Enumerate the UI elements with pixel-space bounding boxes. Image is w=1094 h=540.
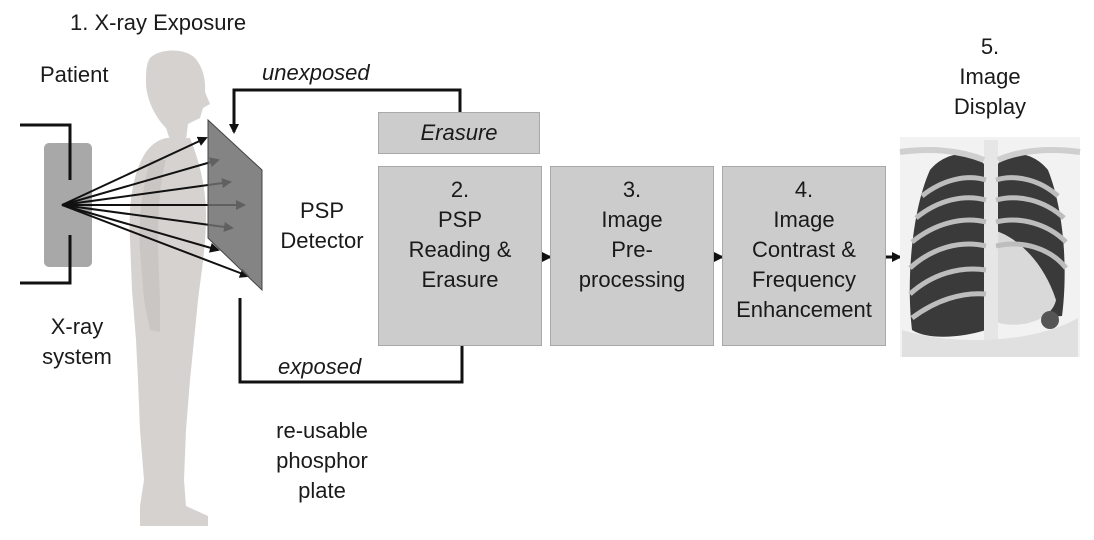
- psp-detector-plate: [207, 118, 263, 292]
- image-display-label: 5. Image Display: [953, 34, 1027, 119]
- exposed-label: exposed: [278, 354, 362, 379]
- patient-silhouette: [129, 50, 210, 526]
- step-psp-reading: 2. PSP Reading & Erasure: [378, 166, 542, 346]
- step-enhancement: 4. Image Contrast & Frequency Enhancemen…: [722, 166, 886, 346]
- chest-xray-image: [899, 137, 1081, 357]
- unexposed-label: unexposed: [262, 60, 370, 85]
- plate-label: re-usable phosphor plate: [276, 418, 368, 503]
- xray-beams: [61, 136, 250, 278]
- erasure-label: Erasure: [420, 120, 498, 145]
- erasure-box: Erasure: [378, 112, 540, 154]
- diagram-title: 1. X-ray Exposure: [70, 10, 247, 35]
- step-psp-reading-label: 2. PSP Reading & Erasure: [408, 177, 512, 292]
- detector-label: PSP Detector: [280, 198, 364, 253]
- xray-system-label: X-ray system: [42, 314, 112, 369]
- patient-label: Patient: [40, 62, 109, 87]
- step-preprocessing-label: 3. Image Pre- processing: [578, 177, 686, 292]
- step-preprocessing: 3. Image Pre- processing: [550, 166, 714, 346]
- step-enhancement-label: 4. Image Contrast & Frequency Enhancemen…: [736, 177, 872, 322]
